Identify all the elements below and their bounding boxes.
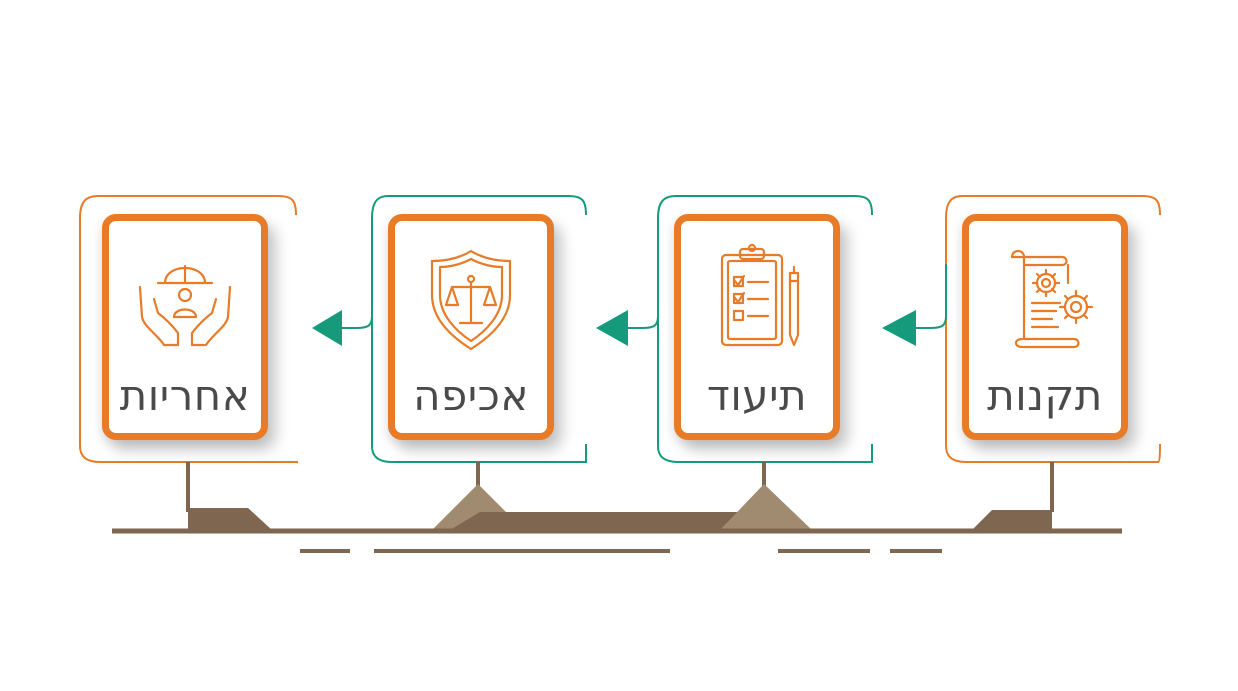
step-card-documentation: תיעוד [674,214,840,440]
step-label: תקנות [987,371,1103,420]
step-card-responsibility: אחריות [102,214,268,440]
flow-arrows [312,264,947,346]
arrow-connector-3 [916,264,947,329]
frame-bracket-4 [945,195,1161,463]
frame-bracket-2 [371,195,587,463]
arrow-head-1 [312,310,342,346]
step-card-regulations: תקנות [962,214,1128,440]
base-bar-middle [450,512,790,530]
clipboard-checklist-icon [720,243,800,347]
base-stand [112,462,1122,553]
hands-worker-icon [138,264,232,347]
step-label: אכיפה [413,371,529,420]
frame-bracket-3 [657,195,873,463]
base-peak-3 [720,484,812,530]
base-foot-1 [188,508,272,530]
shield-scale-icon [430,249,512,351]
base-foot-4 [972,510,1052,530]
step-card-enforcement: אכיפה [388,214,554,440]
step-label: תיעוד [706,371,808,420]
scroll-gears-icon [1010,249,1094,349]
arrow-connector-1 [340,264,373,329]
frame-brackets [79,195,1161,463]
arrow-connector-2 [628,264,659,329]
arrow-head-2 [596,310,628,346]
arrow-head-3 [882,310,916,346]
frame-bracket-1 [79,195,298,463]
step-label: אחריות [119,371,251,420]
